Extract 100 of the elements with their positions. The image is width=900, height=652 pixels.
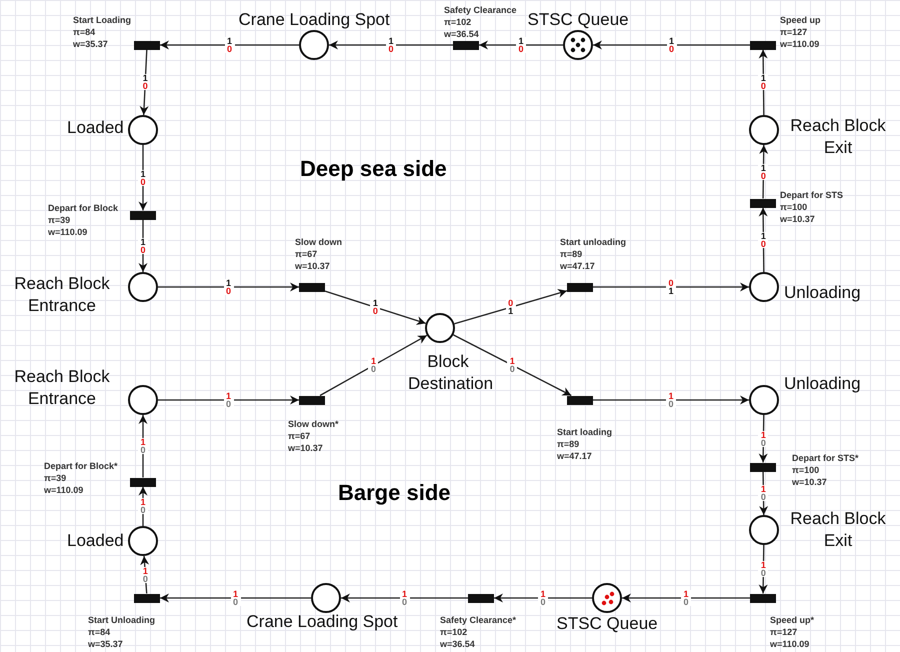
edge-label: 1 0 [224, 37, 234, 53]
section-title: Barge side [338, 480, 450, 506]
edge-label: 1 0 [758, 164, 768, 180]
weight-value: w=10.37 [288, 442, 323, 454]
weight-value: w=35.37 [73, 38, 108, 50]
arrow [593, 396, 749, 404]
edge-label: 1 0 [138, 438, 148, 454]
priority-value: π=89 [560, 248, 582, 260]
edge-label: 1 0 [758, 74, 768, 90]
weight-value: w=10.37 [295, 260, 330, 272]
transition-bar [750, 40, 776, 50]
weight-value: w=36.54 [440, 638, 475, 650]
place-label: STSC Queue [528, 9, 629, 31]
arrow [494, 594, 592, 602]
transition-name: Speed up* [770, 614, 814, 626]
transition-bar [567, 396, 593, 404]
weight-value: w=10.37 [792, 476, 827, 488]
priority-value: π=102 [444, 16, 472, 28]
weight-value: w=110.09 [48, 226, 88, 238]
arrow [160, 594, 311, 602]
transition-name: Slow down [295, 236, 342, 248]
priority-value: π=127 [770, 626, 798, 638]
place-circle [128, 385, 158, 415]
weight-value: w=47.17 [557, 450, 592, 462]
transition-bar [299, 282, 325, 292]
edge-label: 1 0 [507, 357, 518, 374]
weight-value: w=110.09 [770, 638, 810, 650]
place-circle [128, 115, 158, 145]
transition-name: Depart for STS [780, 189, 844, 201]
edge-label: 1 0 [666, 37, 676, 53]
priority-value: π=39 [48, 214, 70, 226]
place-label: Loaded [67, 530, 124, 552]
edge-label: 0 1 [666, 279, 676, 295]
edge-label: 1 0 [224, 279, 234, 295]
priority-value: π=39 [44, 472, 66, 484]
edge-label: 1 0 [758, 232, 768, 248]
weight-value: w=35.37 [88, 638, 123, 650]
transition-name: Start unloading [560, 236, 626, 248]
transition-bar [750, 594, 776, 602]
arrow [160, 40, 299, 50]
edge-label: 1 0 [386, 37, 396, 53]
transition-name: Safety Clearance* [440, 614, 516, 626]
transition-name: Start Loading [73, 14, 131, 26]
priority-value: π=67 [288, 430, 310, 442]
place-label: Reach Block Exit [789, 115, 887, 159]
transition-bar [130, 478, 156, 486]
transition-bar [567, 282, 593, 292]
arrow [158, 396, 299, 404]
place-label: Reach Block Exit [789, 508, 887, 552]
priority-value: π=102 [440, 626, 468, 638]
edge-label: 1 0 [140, 74, 150, 90]
transition-bar [750, 198, 776, 208]
transition-name: Depart for STS* [792, 452, 859, 464]
edge-label: 1 0 [400, 590, 410, 606]
edge-label: 1 0 [138, 238, 148, 254]
edge-label: 1 0 [758, 430, 768, 447]
transition-name: Depart for Block [48, 202, 118, 214]
priority-value: π=100 [792, 464, 820, 476]
arrow [320, 334, 428, 396]
edge-label: 1 0 [681, 590, 691, 606]
transition-name: Speed up [780, 14, 821, 26]
weight-value: w=10.37 [780, 213, 815, 225]
edge-label: 1 0 [138, 498, 148, 514]
edge-label: 1 0 [140, 566, 150, 583]
priority-value: π=84 [88, 626, 110, 638]
place-label: Unloading [784, 282, 861, 304]
place-circle [749, 115, 779, 145]
place-label: Crane Loading Spot [246, 611, 398, 633]
transition-name: Safety Clearance [444, 4, 517, 16]
weight-value: w=36.54 [444, 28, 479, 40]
edge-label: 0 1 [506, 299, 516, 316]
priority-value: π=100 [780, 201, 808, 213]
arrow [329, 40, 453, 50]
transition-name: Start Unloading [88, 614, 155, 626]
place-circle [425, 313, 455, 343]
priority-value: π=89 [557, 438, 580, 450]
arrow [479, 40, 563, 50]
edge-label: 1 0 [368, 357, 378, 374]
transition-name: Depart for Block* [44, 460, 118, 472]
arrow [593, 282, 749, 292]
arrow [453, 334, 572, 396]
edge-label: 1 0 [538, 590, 548, 606]
arrow [341, 594, 468, 602]
weight-value: w=110.09 [780, 38, 820, 50]
place-circle [299, 30, 329, 60]
place-circle [749, 515, 779, 545]
place-circle [128, 526, 158, 556]
place-circle [311, 583, 341, 613]
edge-label: 1 0 [370, 299, 380, 316]
place-label: Reach Block Entrance [13, 366, 111, 410]
transition-bar [299, 396, 325, 404]
edge-label: 1 0 [758, 561, 768, 578]
transition-bar [130, 210, 156, 220]
edge-label: 1 0 [666, 392, 676, 408]
place-label: Loaded [67, 117, 124, 139]
edge-label: 1 0 [138, 170, 148, 186]
transition-bar [453, 40, 479, 50]
place-label: STSC Queue [556, 613, 658, 635]
arrow [622, 594, 750, 602]
place-circle [749, 385, 779, 415]
